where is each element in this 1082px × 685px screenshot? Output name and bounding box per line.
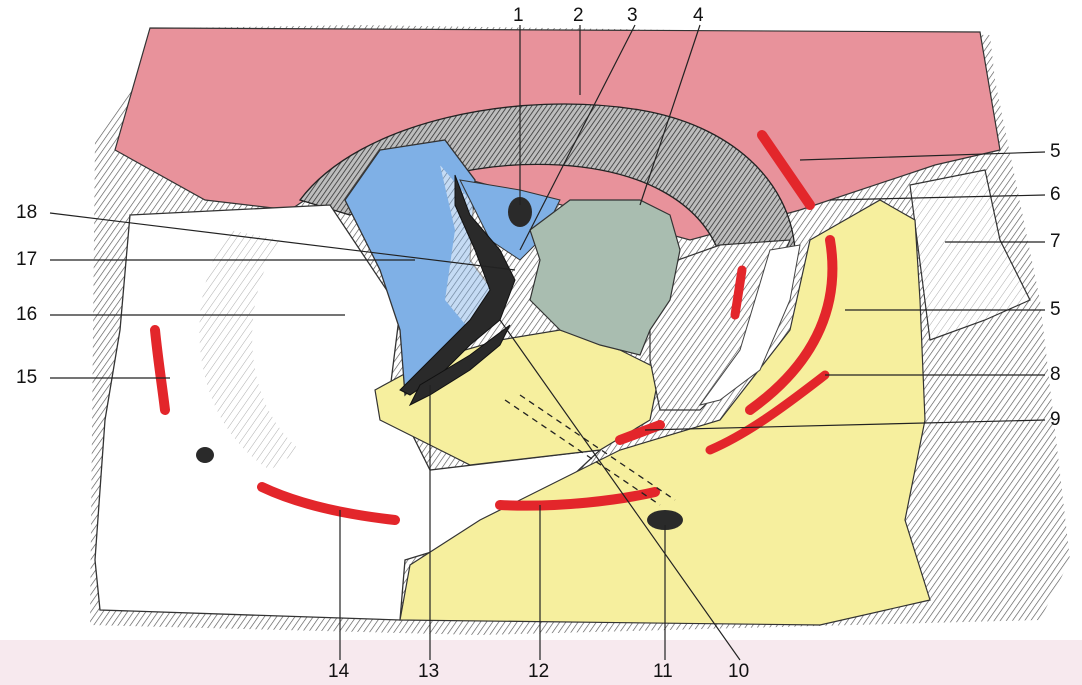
label-13: 13 [418, 662, 439, 681]
label-16: 16 [16, 305, 37, 324]
label-8: 8 [1050, 365, 1061, 384]
label-7: 7 [1050, 232, 1061, 251]
label-14: 14 [328, 662, 349, 681]
label-5-lower: 5 [1050, 300, 1061, 319]
label-9: 9 [1050, 410, 1061, 429]
label-6: 6 [1050, 185, 1061, 204]
label-15: 15 [16, 368, 37, 387]
label-17: 17 [16, 250, 37, 269]
label-11: 11 [653, 662, 673, 681]
label-4: 4 [693, 6, 704, 25]
label-2: 2 [573, 6, 584, 25]
label-18: 18 [16, 203, 37, 222]
label-10: 10 [728, 662, 749, 681]
zygomatic-foramen [196, 447, 214, 463]
label-3: 3 [627, 6, 638, 25]
label-1: 1 [513, 6, 524, 25]
label-5-upper: 5 [1050, 142, 1061, 161]
label-12: 12 [528, 662, 549, 681]
